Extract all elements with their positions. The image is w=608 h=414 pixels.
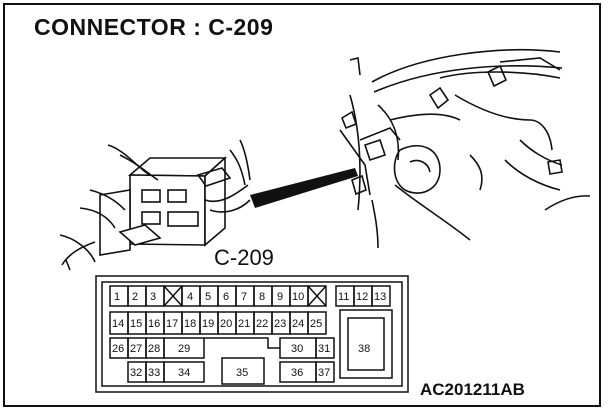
pin-36: 36 <box>291 367 303 379</box>
pin-29: 29 <box>178 343 190 355</box>
pin-20: 20 <box>220 318 232 330</box>
pointer-arrow <box>250 168 358 208</box>
pin-26: 26 <box>112 343 124 355</box>
pin-33: 33 <box>148 367 160 379</box>
connector-plug-illustration <box>59 139 251 271</box>
pin-21: 21 <box>238 318 250 330</box>
connector-label: C-209 <box>214 245 274 270</box>
pin-2: 2 <box>132 291 138 303</box>
pin-13: 13 <box>374 291 386 303</box>
pin-23: 23 <box>274 318 286 330</box>
connector-face <box>95 275 409 393</box>
pin-4: 4 <box>187 291 193 303</box>
pin-9: 9 <box>277 291 283 303</box>
figure-title: CONNECTOR : C-209 <box>34 14 274 40</box>
figure-code: AC201211AB <box>420 380 525 399</box>
pin-37: 37 <box>318 367 330 379</box>
pin-10: 10 <box>292 291 304 303</box>
pin-14: 14 <box>112 318 124 330</box>
pin-34: 34 <box>178 367 190 379</box>
pin-6: 6 <box>223 291 229 303</box>
pin-25: 25 <box>310 318 322 330</box>
pin-12: 12 <box>356 291 368 303</box>
pin-32: 32 <box>130 367 142 379</box>
pin-31: 31 <box>318 343 330 355</box>
pin-labels: 1 2 3 4 5 6 7 8 9 10 11 12 13 14 15 16 1… <box>112 291 386 379</box>
pin-11: 11 <box>338 291 349 303</box>
pin-28: 28 <box>148 343 160 355</box>
dashboard-wiring-illustration <box>339 49 591 249</box>
pin-1: 1 <box>114 291 120 303</box>
pin-22: 22 <box>256 318 268 330</box>
pin-8: 8 <box>259 291 265 303</box>
pin-3: 3 <box>150 291 156 303</box>
pin-30: 30 <box>291 343 303 355</box>
pin-17: 17 <box>166 318 178 330</box>
pin-38: 38 <box>358 343 370 355</box>
pin-18: 18 <box>184 318 196 330</box>
pin-35: 35 <box>236 367 248 379</box>
pin-15: 15 <box>130 318 142 330</box>
pin-19: 19 <box>202 318 214 330</box>
pin-27: 27 <box>130 343 142 355</box>
pin-7: 7 <box>241 291 247 303</box>
pin-24: 24 <box>292 318 304 330</box>
pin-5: 5 <box>205 291 211 303</box>
pin-16: 16 <box>148 318 160 330</box>
